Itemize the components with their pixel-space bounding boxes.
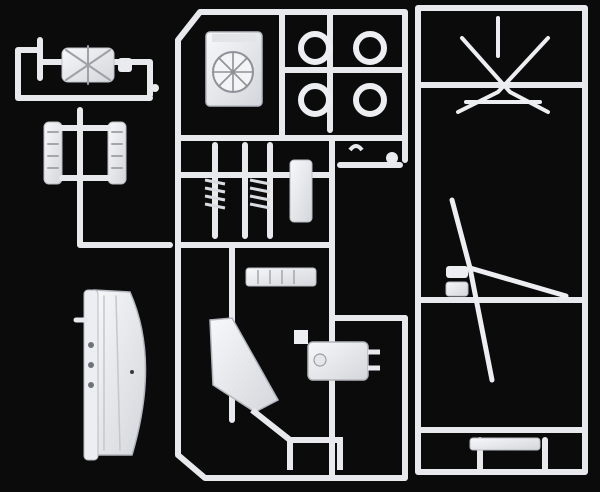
gearbox-part	[294, 330, 380, 381]
ring-2	[353, 31, 387, 65]
diagonal-rod	[449, 197, 569, 383]
springs	[204, 144, 398, 223]
ring-1	[298, 31, 332, 65]
ring-4	[353, 83, 387, 117]
ring-3	[298, 83, 332, 117]
radiator-block	[245, 267, 317, 287]
fan-box	[205, 31, 263, 107]
rings	[298, 31, 387, 117]
crossed-sticks	[456, 16, 550, 114]
clip-part	[445, 266, 469, 297]
belt-part	[43, 107, 173, 248]
half-disk-part	[73, 289, 147, 461]
bottom-right-bar	[469, 437, 541, 451]
engine-part	[15, 37, 159, 101]
wedge-part	[209, 317, 343, 470]
left-parts	[15, 37, 173, 461]
